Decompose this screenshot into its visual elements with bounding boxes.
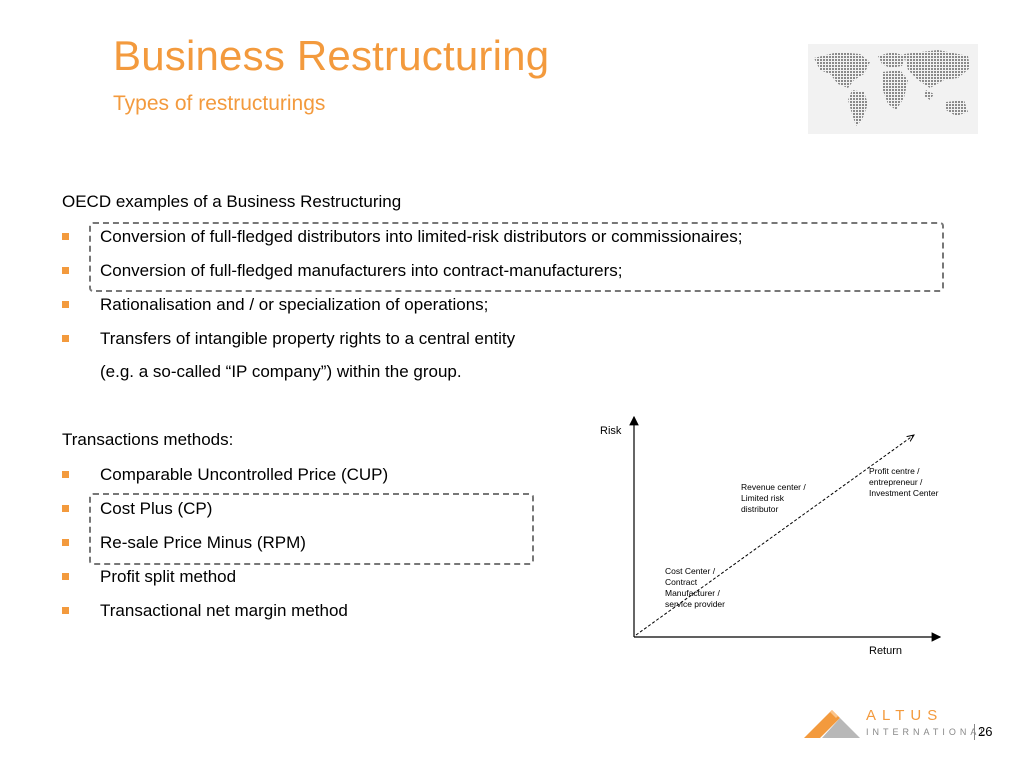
- trend-line: [635, 435, 914, 636]
- altus-logo-icon: [804, 710, 860, 738]
- list-item: Comparable Uncontrolled Price (CUP): [62, 464, 388, 498]
- methods-bullet-list: Comparable Uncontrolled Price (CUP) Cost…: [62, 464, 388, 634]
- x-axis-label: Return: [869, 645, 902, 657]
- label-profit-centre: Profit centre / entrepreneur / Investmen…: [869, 466, 939, 498]
- oecd-bullet-list: Conversion of full-fledged distributors …: [62, 226, 742, 362]
- bullet-square-icon: [62, 335, 69, 342]
- bullet-square-icon: [62, 505, 69, 512]
- transactions-heading: Transactions methods:: [62, 430, 234, 449]
- bullet-square-icon: [62, 539, 69, 546]
- brand-subtitle: INTERNATIONAL: [866, 727, 990, 737]
- slide-title: Business Restructuring: [113, 32, 550, 79]
- bullet-square-icon: [62, 607, 69, 614]
- risk-return-diagram: Risk Return Cost Center / Contract Manuf…: [600, 415, 942, 657]
- bullet-square-icon: [62, 471, 69, 478]
- list-item: Cost Plus (CP): [62, 498, 388, 532]
- list-item: Conversion of full-fledged distributors …: [62, 226, 742, 260]
- label-cost-center: Cost Center / Contract Manufacturer / se…: [665, 566, 725, 609]
- bullet-square-icon: [62, 233, 69, 240]
- highlight-box-distributors: [89, 222, 944, 292]
- highlight-box-methods: [89, 493, 534, 565]
- list-item: Transfers of intangible property rights …: [62, 328, 742, 362]
- page-number: 26: [978, 724, 993, 739]
- footer-divider: [974, 724, 975, 740]
- label-revenue-center: Revenue center / Limited risk distributo…: [741, 482, 808, 514]
- list-item: Re-sale Price Minus (RPM): [62, 532, 388, 566]
- list-item: Profit split method: [62, 566, 388, 600]
- bullet-square-icon: [62, 573, 69, 580]
- y-axis-label: Risk: [600, 425, 622, 437]
- oecd-heading: OECD examples of a Business Restructurin…: [62, 192, 402, 211]
- slide-subtitle: Types of restructurings: [113, 92, 326, 115]
- list-item: Transactional net margin method: [62, 600, 388, 634]
- bullet-square-icon: [62, 267, 69, 274]
- list-item: Conversion of full-fledged manufacturers…: [62, 260, 742, 294]
- list-item: Rationalisation and / or specialization …: [62, 294, 742, 328]
- bullet-square-icon: [62, 301, 69, 308]
- bullet-continuation: (e.g. a so-called “IP company”) within t…: [100, 362, 462, 381]
- brand-name: ALTUS: [866, 707, 944, 724]
- world-map-icon: [808, 44, 978, 134]
